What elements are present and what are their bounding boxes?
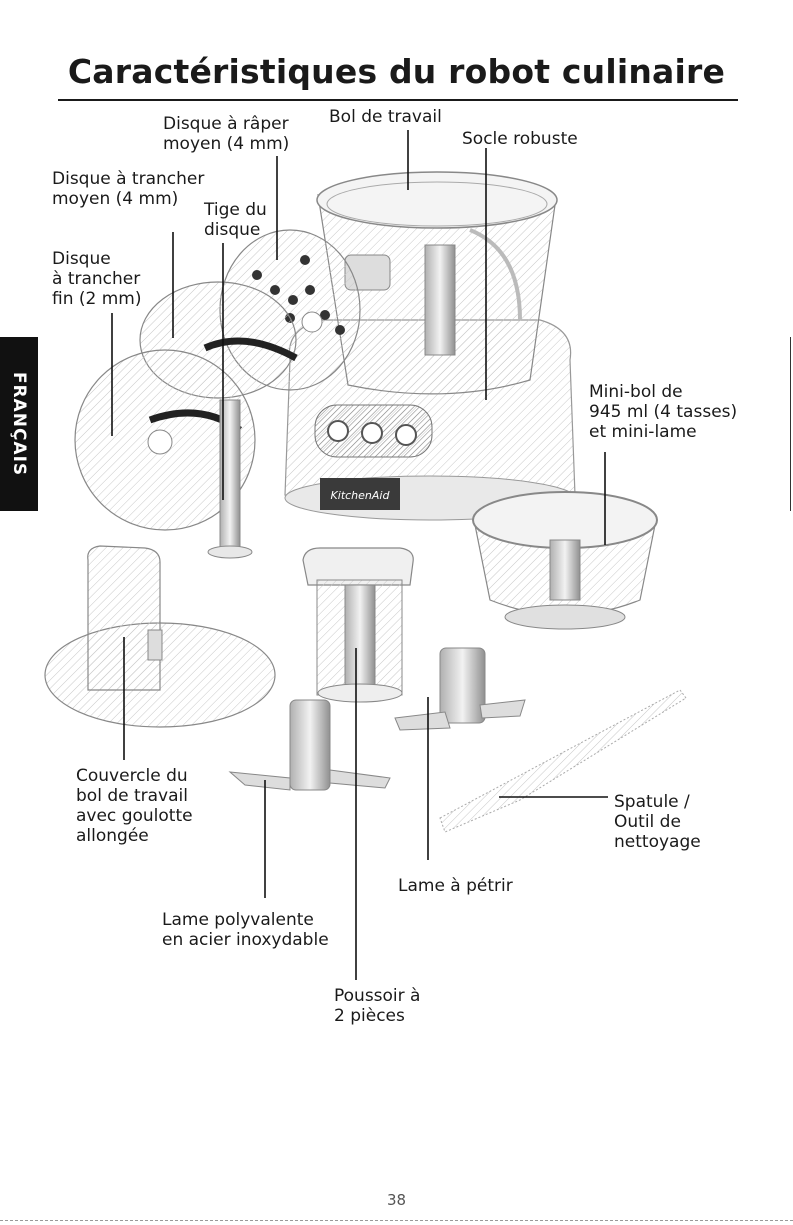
speed-button-icon	[395, 424, 417, 446]
page-number: 38	[386, 1191, 407, 1209]
page-bottom-edge	[0, 1220, 793, 1221]
label-medium-grating-disc: Disque à râper moyen (4 mm)	[163, 114, 290, 154]
multipurpose-blade	[228, 699, 391, 791]
work-bowl	[316, 171, 558, 395]
label-fine-slicing-disc: Disque à trancher fin (2 mm)	[52, 249, 142, 309]
label-spatula: Spatule / Outil de nettoyage	[614, 792, 701, 852]
page-edge-mark	[790, 337, 791, 511]
speed-button-icon	[327, 420, 349, 442]
page-title: Caractéristiques du robot culinaire	[67, 52, 726, 91]
disc-stem	[207, 399, 253, 559]
work-bowl-lid	[44, 545, 276, 728]
speed-button-icon	[361, 422, 383, 444]
label-work-bowl: Bol de travail	[329, 107, 442, 127]
label-mini-bowl: Mini-bol de 945 ml (4 tasses) et mini-la…	[589, 382, 738, 442]
label-medium-slicing-disc: Disque à trancher moyen (4 mm)	[52, 169, 205, 209]
fine-slicing-disc	[74, 349, 256, 531]
language-tab: FRANÇAIS	[0, 337, 38, 511]
mini-bowl	[472, 491, 658, 630]
brand-badge	[320, 478, 400, 510]
brand-logo: KitchenAid	[331, 489, 391, 502]
label-multipurpose-blade: Lame polyvalente en acier inoxydable	[162, 910, 329, 950]
two-piece-pusher	[302, 547, 414, 703]
label-pusher: Poussoir à 2 pièces	[334, 986, 421, 1026]
label-base: Socle robuste	[462, 129, 578, 149]
label-disc-stem: Tige du disque	[204, 200, 267, 240]
motor-base: KitchenAid	[284, 319, 576, 521]
label-work-bowl-cover: Couvercle du bol de travail avec goulott…	[76, 766, 193, 846]
callout-lines	[111, 130, 608, 980]
title-underline	[58, 99, 738, 101]
label-dough-blade: Lame à pétrir	[398, 876, 513, 896]
dough-blade	[394, 647, 526, 731]
